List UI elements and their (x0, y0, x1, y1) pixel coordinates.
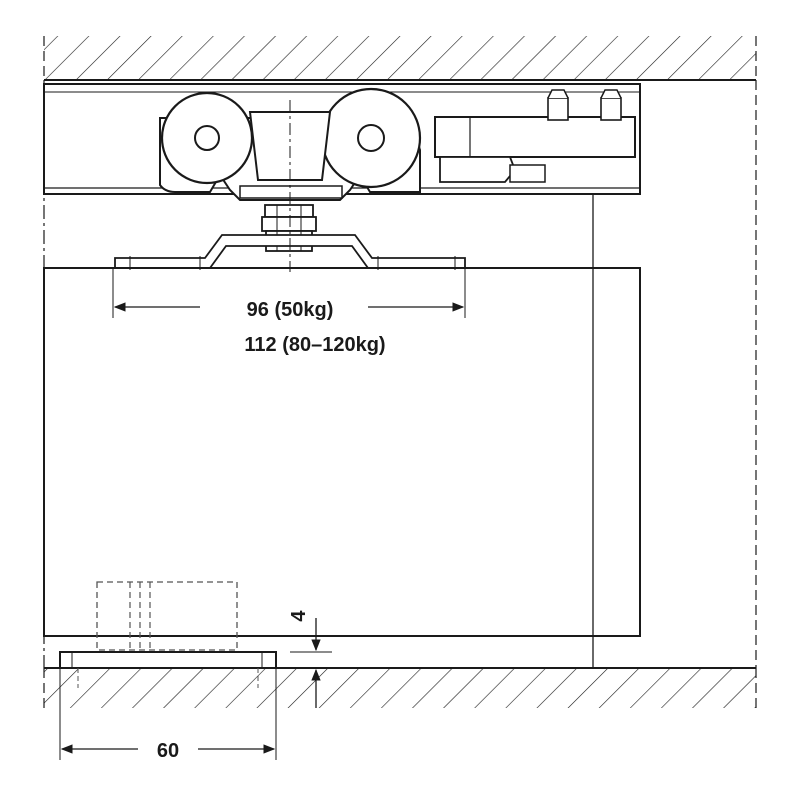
end-stop (434, 89, 636, 183)
roller-width-label-line2: 112 (80–120kg) (244, 334, 385, 356)
dimension-floor-guide-width: 60 (59, 668, 277, 762)
door-leaf (43, 267, 641, 637)
right-wheel-axle (357, 124, 385, 152)
floor-gap-label: 4 (288, 610, 310, 622)
floor-guide (59, 581, 277, 688)
left-wheel-axle (194, 125, 220, 151)
roller-carriage (159, 87, 422, 201)
floor-guide-width-label: 60 (157, 740, 179, 762)
roller-width-label-line1: 96 (50kg) (247, 299, 334, 321)
floor (43, 667, 757, 708)
dimension-roller-width: 96 (50kg) 112 (80–120kg) (112, 268, 466, 356)
dimension-floor-gap: 4 (288, 610, 332, 708)
ceiling (43, 36, 757, 81)
